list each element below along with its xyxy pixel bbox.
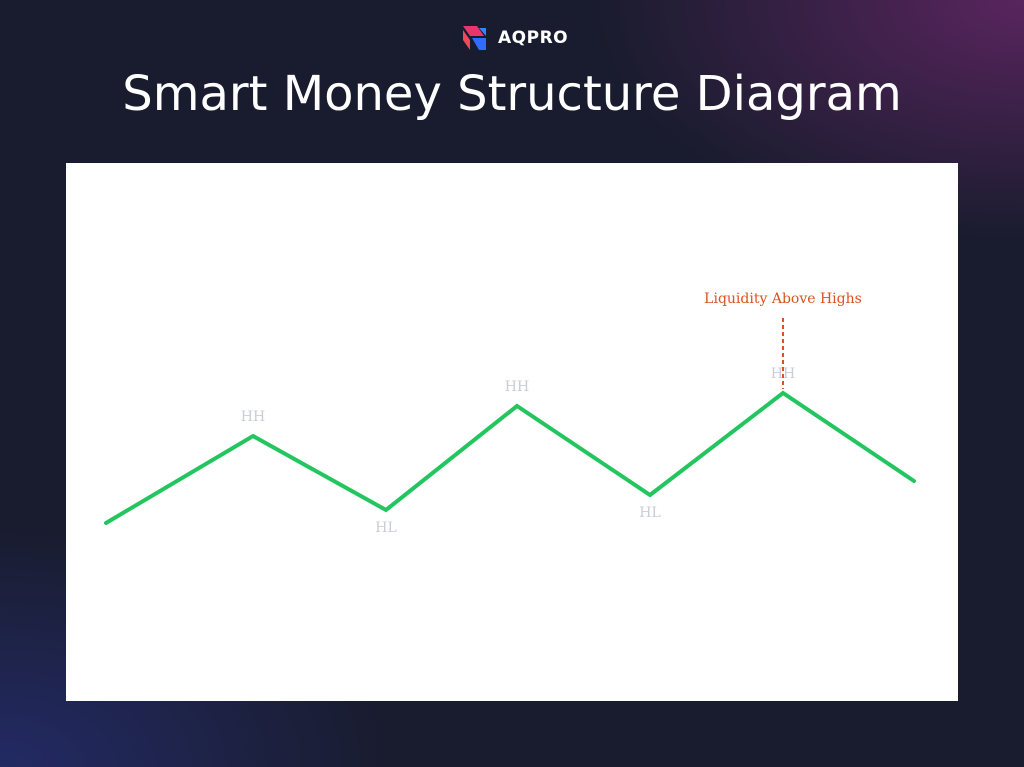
structure-line [104, 390, 916, 525]
higher-low-label: HL [639, 505, 661, 521]
point-labels: HHHLHHHLHH [241, 366, 795, 536]
higher-high-label: HH [241, 409, 265, 425]
higher-low-label: HL [375, 520, 397, 536]
page-title: Smart Money Structure Diagram [122, 66, 902, 122]
brand-name: AQPRO [498, 28, 569, 48]
liquidity-label: Liquidity Above Highs [704, 291, 862, 307]
structure-diagram: HHHLHHHLHH Liquidity Above Highs [104, 291, 916, 536]
diagram-panel: HHHLHHHLHH Liquidity Above Highs [66, 163, 958, 701]
higher-high-label: HH [505, 379, 529, 395]
brand: AQPRO [460, 22, 568, 54]
aqpro-logo-icon [463, 26, 486, 50]
